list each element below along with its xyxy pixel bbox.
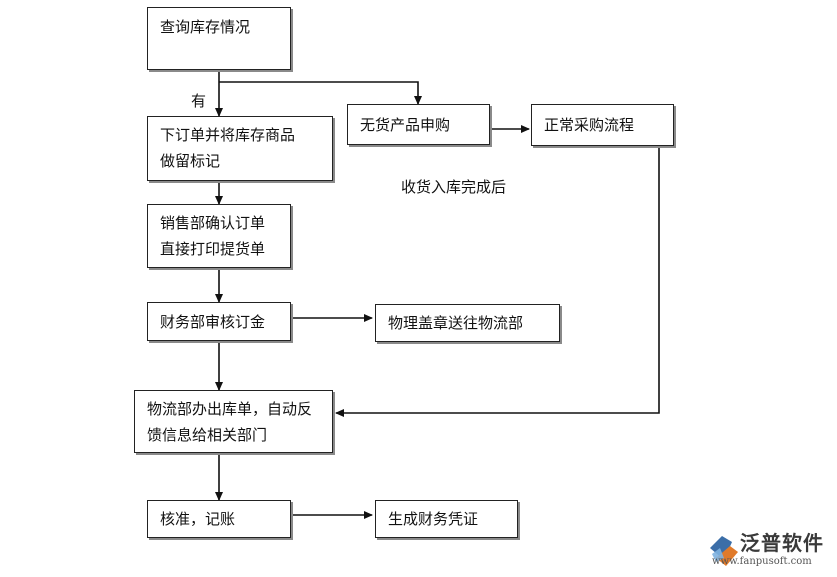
node-no-stock-request: 无货产品申购 [347, 104, 490, 145]
node-finance-review: 财务部审核订金 [147, 302, 291, 341]
node-finance-review-text: 财务部审核订金 [160, 312, 266, 331]
arrow-query-to-request [219, 81, 422, 105]
node-sales-confirm-line1: 销售部确认订单 [160, 214, 266, 232]
arrow-procurement-to-logistics [335, 146, 660, 417]
node-generate-voucher: 生成财务凭证 [375, 500, 518, 538]
node-sales-confirm: 销售部确认订单 直接打印提货单 [147, 204, 291, 268]
node-logistics-out-line1: 物流部办出库单，自动反 [147, 400, 313, 418]
node-query-stock-text: 查询库存情况 [160, 18, 251, 36]
node-normal-procurement: 正常采购流程 [531, 104, 674, 146]
node-no-stock-request-text: 无货产品申购 [360, 115, 451, 134]
label-after-receipt: 收货入库完成后 [401, 178, 507, 196]
node-approve-record: 核准，记账 [147, 500, 291, 538]
label-has-stock: 有 [191, 92, 207, 110]
brand-logo-text: 泛普软件 [740, 531, 824, 555]
node-approve-record-text: 核准，记账 [160, 510, 236, 528]
node-place-order-line2: 做留标记 [160, 152, 221, 170]
brand-logo-url: www.fanpusoft.com [712, 556, 812, 567]
node-query-stock: 查询库存情况 [147, 7, 291, 70]
node-place-order-line1: 下订单并将库存商品 [160, 126, 296, 144]
node-seal-send-text: 物理盖章送往物流部 [388, 314, 524, 332]
node-logistics-out-line2: 馈信息给相关部门 [147, 426, 268, 444]
node-logistics-out: 物流部办出库单，自动反 馈信息给相关部门 [134, 390, 333, 453]
node-seal-send: 物理盖章送往物流部 [375, 304, 560, 342]
node-place-order: 下订单并将库存商品 做留标记 [147, 116, 333, 181]
node-generate-voucher-text: 生成财务凭证 [388, 510, 479, 528]
brand-logo-icon [710, 536, 738, 566]
node-normal-procurement-text: 正常采购流程 [544, 116, 635, 134]
node-sales-confirm-line2: 直接打印提货单 [160, 240, 266, 258]
